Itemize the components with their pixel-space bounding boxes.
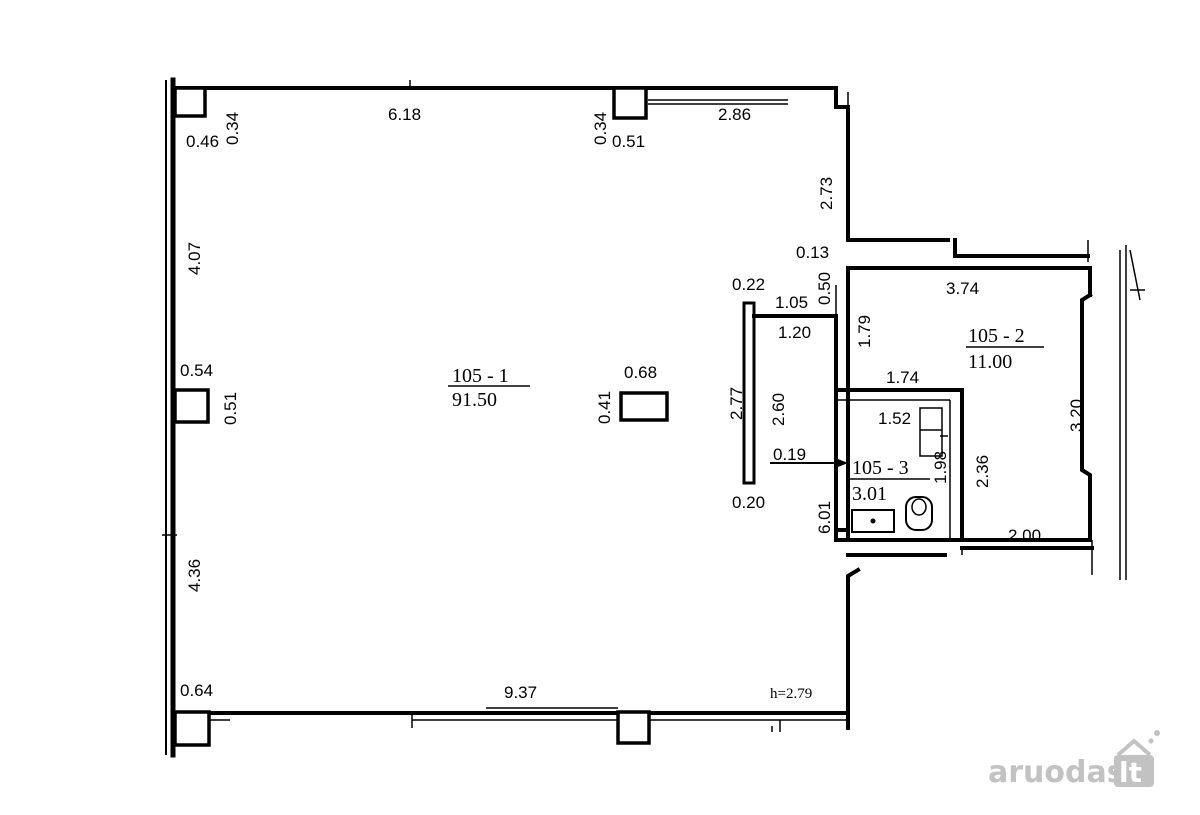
dim-label: 2.73 bbox=[817, 177, 836, 210]
room-area: 3.01 bbox=[852, 483, 887, 505]
dimension-labels: 0.46 6.18 0.51 2.86 0.13 0.22 1.05 3.74 … bbox=[180, 105, 1041, 702]
column-left-middle bbox=[173, 388, 210, 424]
dim-label: 9.37 bbox=[504, 683, 537, 702]
vertical-dimension-labels: 0.34 0.34 2.73 4.07 0.50 1.79 0.51 0.41 … bbox=[185, 112, 1086, 592]
dim-label: 1.52 bbox=[878, 409, 911, 428]
dim-label: 0.46 bbox=[186, 132, 219, 151]
dim-label: 0.68 bbox=[624, 363, 657, 382]
dim-label: 0.13 bbox=[796, 243, 829, 262]
dim-label: 6.01 bbox=[815, 501, 834, 534]
room-id: 105 - 3 bbox=[852, 457, 909, 479]
dim-label: 0.51 bbox=[612, 132, 645, 151]
dim-label: 2.86 bbox=[718, 105, 751, 124]
dim-label: 4.36 bbox=[185, 559, 204, 592]
dim-label: 4.07 bbox=[185, 242, 204, 275]
house-icon bbox=[1116, 738, 1152, 757]
dim-label: 2.00 bbox=[1008, 526, 1041, 545]
left-facade-wall bbox=[162, 77, 177, 758]
dim-label: 3.20 bbox=[1067, 399, 1086, 432]
column-bottom-middle bbox=[616, 710, 651, 745]
partition-walls bbox=[742, 238, 1094, 575]
bathroom-fixtures bbox=[851, 407, 948, 533]
dim-label: 0.50 bbox=[815, 272, 834, 305]
dim-label: 0.54 bbox=[180, 361, 213, 380]
dim-label: 0.64 bbox=[180, 681, 213, 700]
dim-label: 0.22 bbox=[732, 275, 765, 294]
dim-label: 3.74 bbox=[946, 279, 979, 298]
dim-label: 0.34 bbox=[591, 112, 610, 145]
room-area: 91.50 bbox=[452, 389, 497, 411]
dim-label: 2.77 bbox=[727, 387, 746, 420]
dim-label: 1.05 bbox=[775, 293, 808, 312]
main-hall-walls bbox=[173, 86, 950, 730]
dim-label: 6.18 bbox=[388, 105, 421, 124]
ceiling-height-label: h=2.79 bbox=[770, 686, 812, 702]
dim-label: 0.19 bbox=[773, 445, 806, 464]
dim-label: 0.34 bbox=[223, 112, 242, 145]
column-top-middle bbox=[612, 86, 648, 120]
watermark-tld: lt bbox=[1119, 756, 1142, 789]
dim-label: 0.20 bbox=[732, 493, 765, 512]
dim-label: 0.41 bbox=[595, 391, 614, 424]
right-neighbour-lines bbox=[1119, 245, 1145, 580]
tick-marks bbox=[409, 80, 781, 732]
room-label-105-3: 105 - 3 3.01 bbox=[850, 457, 930, 505]
room-id: 105 - 1 bbox=[452, 365, 509, 387]
column-top-left bbox=[173, 86, 207, 118]
room-area: 11.00 bbox=[968, 351, 1012, 373]
column-center bbox=[619, 391, 669, 422]
structural-columns bbox=[173, 86, 669, 747]
dim-label: 2.36 bbox=[973, 455, 992, 488]
room-label-105-1: 105 - 1 91.50 bbox=[448, 365, 530, 411]
dim-label: 2.60 bbox=[769, 393, 788, 426]
dim-label: 1.98 bbox=[931, 451, 950, 484]
aruodas-watermark: aruodas lt bbox=[988, 730, 1160, 790]
bathroom-arrow bbox=[770, 459, 848, 467]
dim-label: 1.74 bbox=[886, 368, 919, 387]
dim-label: 1.20 bbox=[778, 323, 811, 342]
watermark-name: aruodas bbox=[988, 755, 1125, 790]
dim-label: 1.79 bbox=[855, 315, 874, 348]
room-label-105-2: 105 - 2 11.00 bbox=[966, 325, 1044, 373]
column-bottom-left bbox=[173, 710, 211, 747]
dim-label: 0.51 bbox=[221, 392, 240, 425]
room-id: 105 - 2 bbox=[968, 325, 1025, 347]
